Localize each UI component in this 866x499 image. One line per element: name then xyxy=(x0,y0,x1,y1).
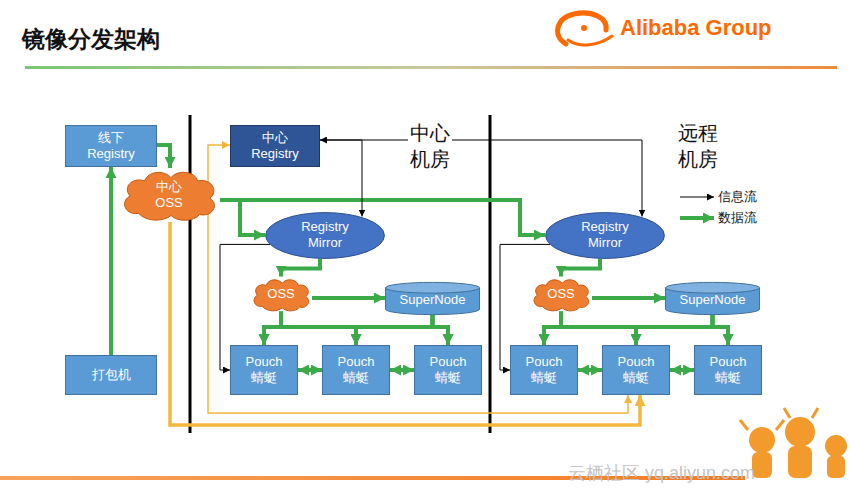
node-text: Registry Mirror xyxy=(301,219,349,252)
cloud-outline xyxy=(254,279,309,310)
node-text: Pouch 蜻蜓 xyxy=(526,354,563,387)
data-flow-connector xyxy=(312,296,385,300)
node-text: SuperNode xyxy=(680,292,746,308)
room-label-text: 中心 机房 xyxy=(408,120,452,172)
data-flow-connector xyxy=(356,315,433,346)
data-flow-connector xyxy=(592,296,665,300)
watermark-text: 云栖社区 yq.aliyun.com xyxy=(566,462,757,485)
node-text: SuperNode xyxy=(400,292,466,308)
data-flow-connector xyxy=(578,368,602,372)
cloud-outline xyxy=(534,279,589,310)
brand-name: Alibaba Group xyxy=(618,14,774,43)
process-box: 打包机 xyxy=(65,355,157,395)
supernode-cylinder: SuperNode xyxy=(385,282,480,315)
ellipse-outline xyxy=(266,212,385,258)
cloud-outline xyxy=(125,172,215,220)
room-divider xyxy=(189,115,192,433)
process-box: Pouch 蜻蜓 xyxy=(414,345,482,395)
data-flow-connector xyxy=(670,368,694,372)
data-flow-connector xyxy=(713,315,729,346)
node-text: Pouch 蜻蜓 xyxy=(338,354,375,387)
process-box: Pouch 蜻蜓 xyxy=(510,345,578,395)
node-text: 中心 OSS xyxy=(155,179,182,212)
info-flow-connector xyxy=(320,140,362,217)
data-flow-connector xyxy=(281,258,320,276)
registry-box: 中心 Registry xyxy=(230,125,320,167)
legend-sample-data xyxy=(680,216,714,220)
data-flow-connector xyxy=(544,315,713,346)
data-flow-connector xyxy=(264,315,433,346)
legend-text: 信息流 xyxy=(718,188,757,206)
mirror-ellipse: Registry Mirror xyxy=(265,212,385,259)
process-box: Pouch 蜻蜓 xyxy=(694,345,762,395)
node-text: 中心 Registry xyxy=(251,130,299,163)
mirror-ellipse: Registry Mirror xyxy=(545,212,665,259)
info-flow-connector xyxy=(320,140,642,217)
node-text: 线下 Registry xyxy=(87,130,135,163)
supernode-cylinder: SuperNode xyxy=(665,282,760,315)
oss-cloud: OSS xyxy=(250,277,312,312)
node-text: Registry Mirror xyxy=(581,219,629,252)
title-text: 镜像分发架构 xyxy=(22,24,160,55)
node-text: Pouch 蜻蜓 xyxy=(430,354,467,387)
cylinder-top xyxy=(665,282,759,293)
node-text: Pouch 蜻蜓 xyxy=(618,354,655,387)
room-label: 远程 机房 xyxy=(676,120,720,172)
data-flow-connector xyxy=(220,200,265,235)
data-flow-connector xyxy=(208,145,628,413)
title-rule xyxy=(25,66,837,69)
node-text: Pouch 蜻蜓 xyxy=(710,354,747,387)
alibaba-logo xyxy=(558,13,612,45)
node-text: OSS xyxy=(267,286,294,302)
mascot-figures xyxy=(740,408,847,478)
legend-text: 数据流 xyxy=(718,209,757,227)
data-flow-connector xyxy=(636,315,713,346)
cylinder-top xyxy=(385,282,479,293)
data-flow-connector xyxy=(157,145,170,168)
legend-entry: 数据流 xyxy=(718,209,757,227)
process-box: Pouch 蜻蜓 xyxy=(230,345,298,395)
node-text: Pouch 蜻蜓 xyxy=(246,354,283,387)
room-label-text: 远程 机房 xyxy=(676,120,720,172)
title: 镜像分发架构 xyxy=(22,24,160,55)
ellipse-outline xyxy=(546,212,665,258)
node-text: OSS xyxy=(547,286,574,302)
legend-entry: 信息流 xyxy=(718,188,757,206)
data-flow-connector xyxy=(561,258,600,276)
node-text: 打包机 xyxy=(92,367,131,383)
room-label: 中心 机房 xyxy=(408,120,452,172)
room-divider xyxy=(489,115,492,433)
data-flow-connector xyxy=(433,315,449,346)
oss-cloud: 中心 OSS xyxy=(118,168,220,222)
data-flow-connector xyxy=(298,368,322,372)
process-box: Pouch 蜻蜓 xyxy=(602,345,670,395)
data-flow-connector xyxy=(390,368,414,372)
process-box: Pouch 蜻蜓 xyxy=(322,345,390,395)
legend-sample-info xyxy=(680,197,714,198)
data-flow-connector xyxy=(109,167,113,355)
oss-cloud: OSS xyxy=(530,277,592,312)
process-box: 线下 Registry xyxy=(65,125,157,167)
brand-name-text: Alibaba Group xyxy=(618,14,774,43)
watermark: 云栖社区 yq.aliyun.com xyxy=(566,462,757,485)
